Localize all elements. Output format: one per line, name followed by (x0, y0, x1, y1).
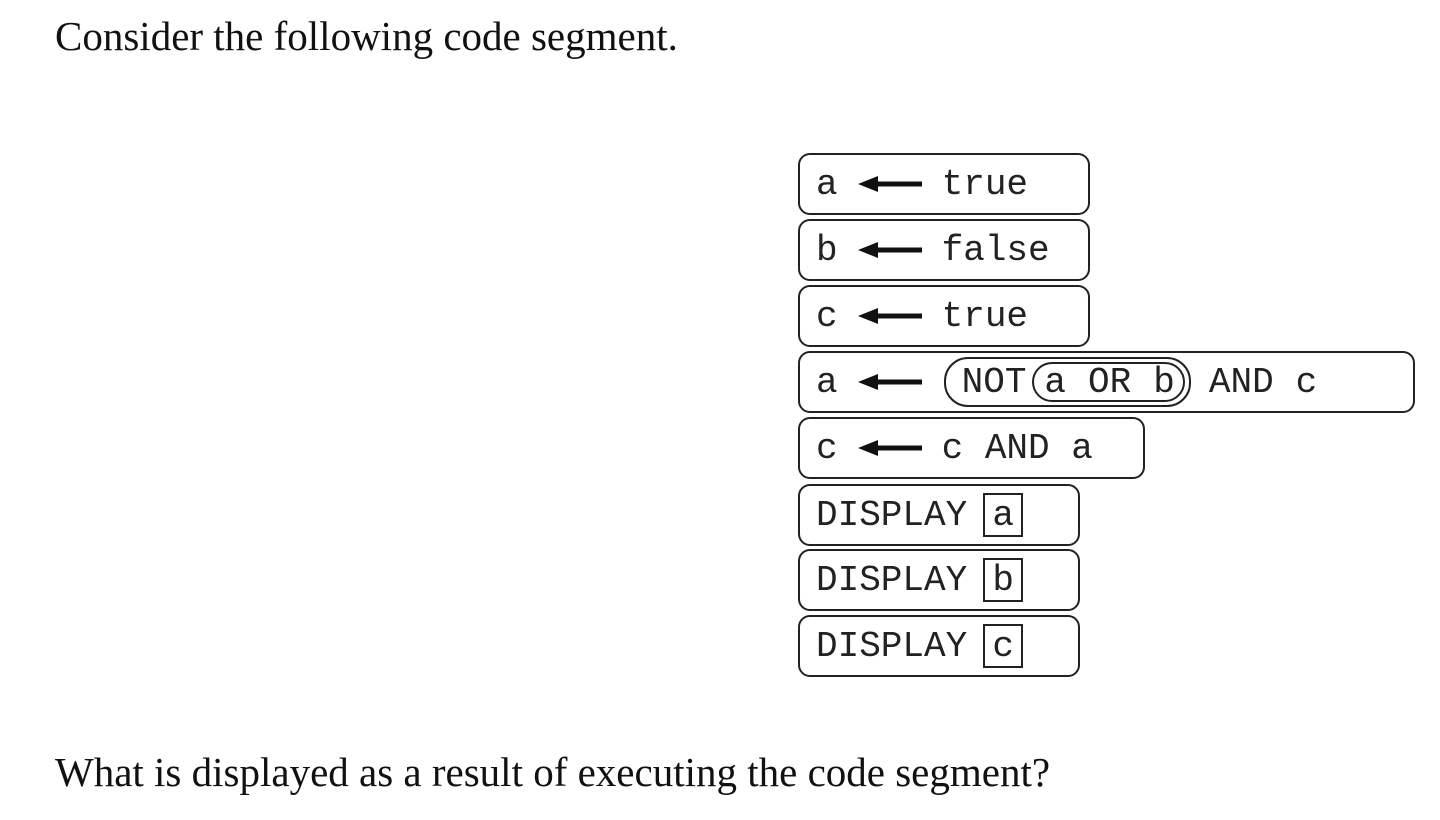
or-right-operand: b (1153, 361, 1175, 403)
display-argument: c (983, 624, 1024, 668)
left-arrow-icon (857, 174, 922, 194)
left-arrow-icon (857, 240, 922, 260)
not-expression: NOT a OR b (943, 357, 1191, 407)
display-argument: a (983, 493, 1024, 537)
or-left-operand: a (1044, 361, 1067, 403)
variable-name: a (816, 361, 838, 403)
and-right-operand: c (1295, 361, 1318, 403)
left-arrow-icon (857, 438, 922, 458)
variable-name: c (816, 295, 838, 337)
code-block-display-c: DISPLAY c (798, 615, 1080, 677)
code-block-assign-c-and: c c AND a (798, 417, 1145, 479)
question-text: What is displayed as a result of executi… (55, 749, 1051, 795)
variable-name: b (816, 229, 838, 271)
display-keyword: DISPLAY (816, 494, 968, 536)
code-block-display-a: DISPLAY a (798, 484, 1080, 546)
assigned-value: true (941, 163, 1029, 205)
assigned-value: false (941, 229, 1050, 271)
display-argument: b (983, 558, 1024, 602)
or-operator: OR (1088, 361, 1132, 403)
left-arrow-icon (857, 306, 922, 326)
and-operator: AND (1208, 361, 1274, 403)
variable-name: c (816, 427, 838, 469)
variable-name: a (816, 163, 838, 205)
display-keyword: DISPLAY (816, 625, 968, 667)
not-keyword: NOT (961, 361, 1027, 403)
left-arrow-icon (857, 372, 922, 392)
assigned-value: c AND a (941, 427, 1093, 469)
or-expression: a OR b (1032, 361, 1185, 403)
intro-text: Consider the following code segment. (55, 13, 678, 59)
code-block-assign-c-true: c true (798, 285, 1090, 347)
assigned-value: true (941, 295, 1029, 337)
code-block-display-b: DISPLAY b (798, 549, 1080, 611)
code-block-assign-a-expression: a NOT a OR b AND c (798, 351, 1415, 413)
code-block-assign-a-true: a true (798, 153, 1090, 215)
code-block-assign-b-false: b false (798, 219, 1090, 281)
display-keyword: DISPLAY (816, 559, 968, 601)
